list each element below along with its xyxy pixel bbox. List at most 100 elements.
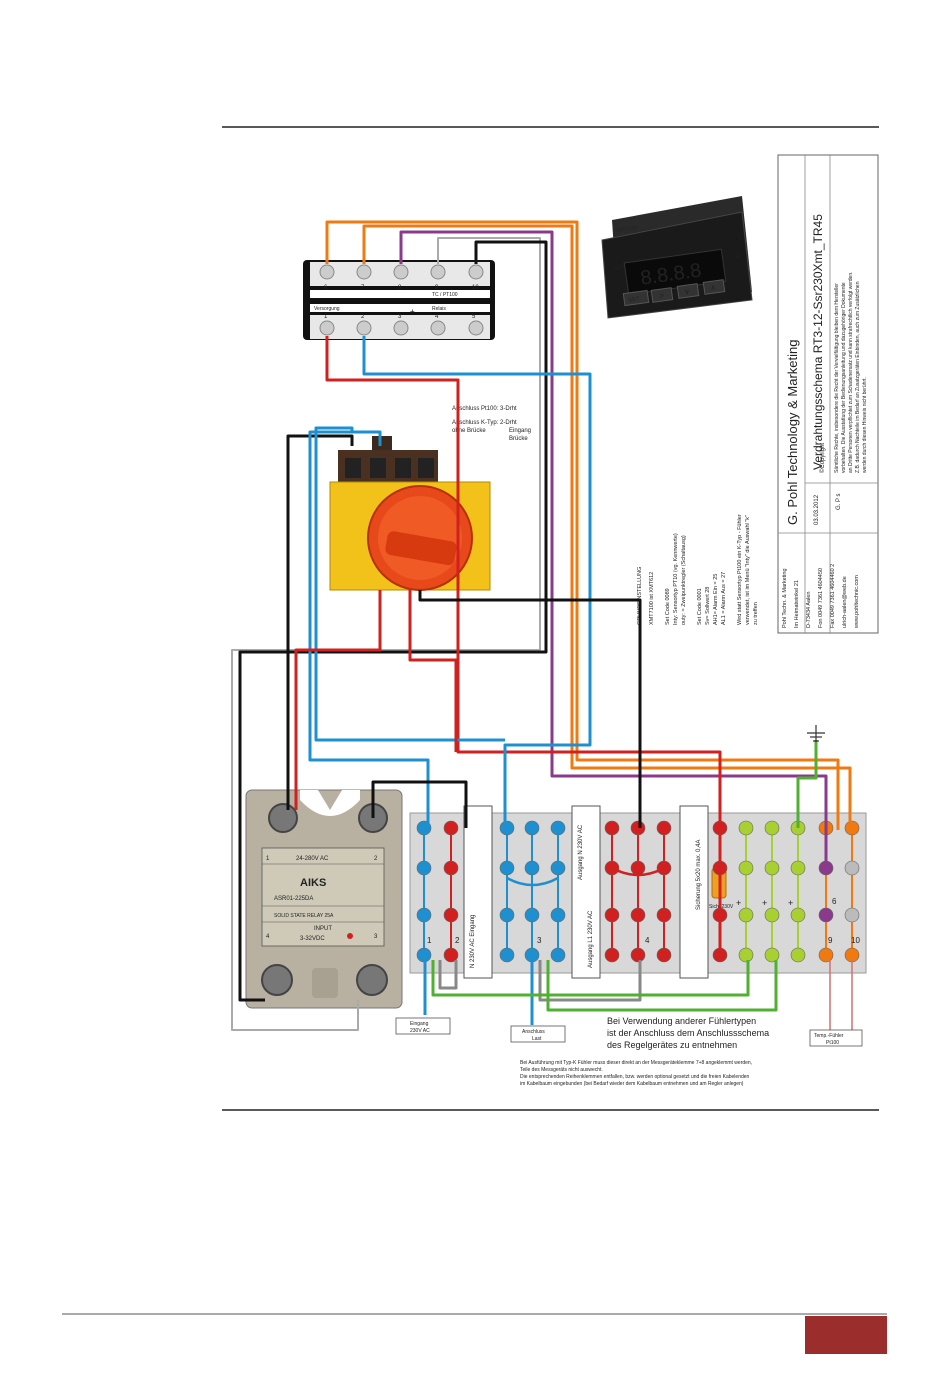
connection-note: ohne Brücke: [452, 428, 486, 434]
grund-line: AH1= Alarm Ein = 25: [713, 574, 719, 625]
wire-grey-load: [538, 960, 642, 1002]
strip-numbers: 1 2 3 4 9 10 + + + 6: [427, 897, 860, 945]
terminal-dot: [656, 907, 672, 923]
terminal-number: 3: [398, 314, 402, 320]
grund-line: Sv= Sollwert 28: [705, 587, 711, 625]
ssr-term-1: 1: [266, 856, 270, 862]
controller-down-label: ∨: [683, 287, 690, 297]
wire-blue-switch-2: [314, 426, 505, 742]
terminal-dot: [524, 860, 540, 876]
terminal-dot: [630, 860, 646, 876]
copyright-line: Sämtliche Rechte, insbesondere die Recht…: [834, 283, 840, 473]
connection-note: Anschluss Pt100: 3-Drht: [452, 406, 517, 412]
terminal-dot: [738, 947, 754, 963]
terminal-dot: [499, 947, 515, 963]
connection-note: Eingang: [509, 428, 531, 434]
terminal-dot: [844, 820, 860, 836]
label-eingang: Eingang: [410, 1021, 429, 1027]
terminal-dot: [416, 947, 432, 963]
terminal-dot: [524, 907, 540, 923]
wire-green-load: [546, 960, 778, 1012]
address-line: D-73434 Aalen: [806, 592, 812, 628]
terminal-dot: [443, 820, 459, 836]
wire-red-switch-2: [408, 590, 458, 752]
ssr-brand: AIKS: [300, 877, 326, 889]
grund-line: verwendet, ist im Menü "Inty" die Auswah…: [745, 515, 751, 625]
note-main-3: des Regelgerätes zu entnehmen: [607, 1040, 737, 1050]
terminal-dot: [524, 947, 540, 963]
terminal-dot: [443, 907, 459, 923]
terminal-number: 7: [361, 285, 365, 291]
label-temp: Temp.-Fühler: [814, 1033, 844, 1039]
copyright-mark: ©Copyright: [819, 443, 826, 473]
controller-shift-button[interactable]: [650, 287, 674, 303]
note-main-2: ist der Anschluss dem Anschlussschema: [607, 1028, 769, 1038]
terminal-number: 2: [361, 314, 365, 320]
note-main-1: Bei Verwendung anderer Fühlertypen: [607, 1016, 756, 1026]
company-name: G. Pohl Technology & Marketing: [785, 340, 800, 525]
strip-number: 2: [455, 936, 460, 945]
grund-line: Set Code 0001: [697, 588, 703, 625]
controller-down-button[interactable]: [676, 283, 700, 299]
drawing-author: G. P s: [836, 493, 842, 510]
wire-black-ssr: [371, 780, 468, 828]
copyright-line: werden durch diesen Hinweis nicht berühr…: [862, 377, 868, 473]
strip-number: 9: [828, 936, 833, 945]
ssr-type-line: SOLID STATE RELAY 25A: [274, 913, 334, 919]
controller-set-button[interactable]: [622, 289, 650, 307]
terminal-dot: [738, 907, 754, 923]
grund-line: zu treffen: [753, 602, 759, 625]
connection-note: Anschluss K-Typ: 2-Drht: [452, 420, 517, 426]
address-line: Im Heimatwinkel 21: [794, 580, 800, 628]
controller-up-button[interactable]: [702, 279, 726, 295]
note-small-2: Teile des Messgeräts nicht auswecht.: [520, 1067, 603, 1073]
terminal-dot: [443, 860, 459, 876]
strip-number: 4: [645, 936, 650, 945]
terminal-number: 6: [324, 285, 328, 291]
schema-title: Verdrahtungsschema RT3-12-Ssr230Xmt_TR45: [811, 214, 825, 470]
wire-red-switch: [294, 590, 382, 810]
title-block: G. Pohl Technology & Marketing Verdrahtu…: [777, 154, 879, 634]
wire-red-1: [325, 336, 722, 955]
strip-number: 10: [851, 936, 860, 945]
strip-label-ausgang-l1: Ausgang L1 230V AC: [588, 910, 594, 968]
wire-black-switch: [286, 434, 354, 810]
terminal-dot: [550, 820, 566, 836]
wire-black-switch-2: [418, 590, 642, 828]
ssr-model: ASR01-225DA: [274, 896, 313, 902]
address-line: Fon 0049 7361 4604450: [818, 568, 824, 628]
main-switch: [329, 436, 491, 591]
terminal-dot: [416, 907, 432, 923]
address-line: www.pohltechnic.com: [854, 575, 860, 629]
terminal-label-tc: TC / PT100: [432, 292, 458, 298]
ssr-term-3: 3: [374, 934, 378, 940]
grund-line: AL1 = Alarm Aus = 27: [721, 572, 727, 625]
strip-pe: +: [788, 898, 793, 908]
grund-line: outy: = Zweipunktregler (Schaltausg): [681, 535, 687, 625]
terminal-dot: [604, 947, 620, 963]
terminal-label-supply: Versorgung: [314, 306, 340, 312]
label-anschluss-sub: Last: [532, 1036, 542, 1042]
connection-notes: Anschluss Pt100: 3-Drht Anschluss K-Typ:…: [452, 406, 531, 442]
terminal-dot: [550, 907, 566, 923]
terminal-dot: [764, 907, 780, 923]
terminal-dot: [630, 820, 646, 836]
terminal-dot: [790, 860, 806, 876]
terminal-number: 1: [324, 314, 328, 320]
wire-purple-8: [399, 230, 828, 868]
strip-six: 6: [832, 897, 837, 906]
terminal-dot: [844, 907, 860, 923]
terminal-dot: [790, 947, 806, 963]
terminal-dot: [604, 907, 620, 923]
strip-label-ausgang-n: Ausgang N 230V AC: [578, 824, 584, 880]
drawing-date: 03.03.2012: [814, 494, 820, 525]
address-line: Pohl Techn. & Marketing: [782, 568, 788, 628]
terminal-number: 4: [435, 314, 439, 320]
note-small-3: Die entsprechenden Reihenklemmen entfall…: [520, 1074, 750, 1080]
terminal-number: 10: [472, 285, 479, 291]
wire-blue-switch: [308, 430, 430, 828]
terminal-dot: [738, 820, 754, 836]
earth-symbol: [807, 725, 825, 742]
terminal-dot: [764, 820, 780, 836]
wire-green-input: [431, 960, 750, 997]
